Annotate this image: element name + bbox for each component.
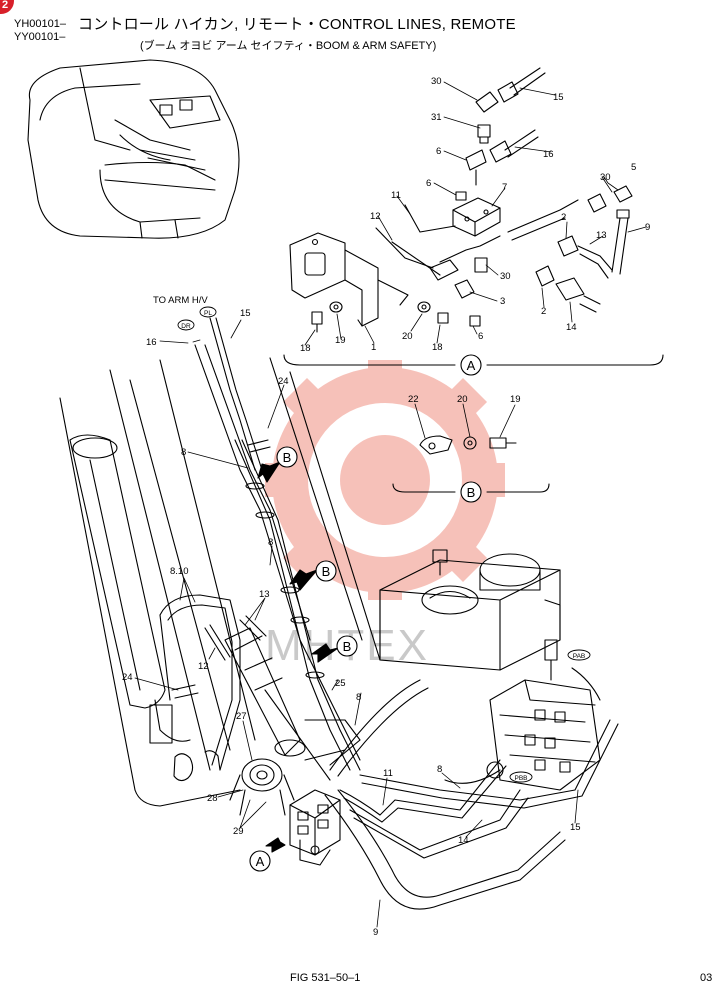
part-label: 8 (268, 537, 273, 548)
part-label: 28 (207, 793, 218, 804)
part-label: 14 (566, 322, 577, 333)
part-label: 15 (570, 822, 581, 833)
part-label: 7 (502, 182, 507, 193)
svg-text:PL: PL (204, 310, 212, 317)
svg-text:PAB: PAB (573, 653, 586, 660)
arrow-b-marker-2: B (315, 560, 337, 582)
part-label: 3 (500, 296, 505, 307)
part-label: 1 (371, 342, 376, 353)
view-a-bracket-left (283, 354, 456, 366)
svg-text:B: B (343, 639, 352, 654)
part-label: 6 (426, 178, 431, 189)
part-label: 15 (553, 92, 564, 103)
part-label: 24 (278, 376, 289, 387)
cab-illustration (27, 59, 240, 239)
main-control-valve (486, 639, 601, 791)
part-number-labels: 30 15 31 6 16 5 30 6 7 11 12 2 9 13 30 3… (122, 76, 650, 938)
part-label: 18 (300, 343, 311, 354)
view-b-marker: B (460, 481, 482, 503)
part-label: 13 (596, 230, 607, 241)
part-label: 22 (408, 394, 419, 405)
hydraulic-tank (379, 549, 561, 671)
part-label: 12 (198, 661, 209, 672)
part-label: 30 (431, 76, 442, 87)
model-code-2: YY00101– (14, 31, 66, 43)
arrow-b-marker-1: B (276, 446, 298, 468)
svg-text:B: B (283, 450, 292, 465)
part-label: 25 (335, 678, 346, 689)
svg-text:PBB: PBB (514, 775, 527, 782)
part-label: 15 (240, 308, 251, 319)
part-label: 8 (356, 692, 361, 703)
boom-structure (59, 357, 381, 816)
figure-number: FIG 531–50–1 (290, 972, 361, 984)
port-tag-pab: PAB (567, 649, 591, 661)
arrow-a-marker: A (249, 850, 271, 872)
part-label: 19 (510, 394, 521, 405)
part-label: 24 (122, 672, 133, 683)
part-label: 2 (561, 212, 566, 223)
page-number: 03 (700, 972, 713, 984)
part-label: 12 (370, 211, 381, 222)
part-label: 29 (233, 826, 244, 837)
svg-text:B: B (322, 564, 331, 579)
watermark-logo (265, 360, 505, 600)
part-label: 8 (437, 764, 442, 775)
port-tag-pbb: PBB (509, 771, 533, 783)
view-b-bracket-left (392, 483, 456, 493)
part-label: 27 (236, 711, 247, 722)
view-arrows (257, 461, 339, 853)
diagram-title: コントロール ハイカン, リモート・CONTROL LINES, REMOTE (78, 16, 516, 33)
part-label: 30 (500, 271, 511, 282)
view-a-bracket-right (486, 354, 664, 366)
part-label: 20 (457, 394, 468, 405)
part-label: 6 (436, 146, 441, 157)
model-code-1: YH00101– (14, 18, 66, 30)
view-b-bracket-right (486, 483, 550, 493)
part-label: 11 (383, 768, 393, 779)
part-label: 20 (402, 331, 413, 342)
part-label: 16 (543, 149, 554, 160)
leader-lines (134, 81, 647, 928)
port-tag-dr: DR (177, 319, 195, 331)
part-label: 14 (458, 835, 469, 846)
view-a-marker: A (460, 354, 482, 376)
part-label: 30 (600, 172, 611, 183)
part-label: 6 (478, 331, 483, 342)
part-label: 5 (631, 162, 636, 173)
part-label: 11 (391, 190, 401, 201)
svg-text:B: B (467, 485, 476, 500)
part-label: 31 (431, 112, 442, 123)
part-label: 9 (645, 222, 650, 233)
arrow-b-marker-3: B (336, 635, 358, 657)
part-label: 18 (432, 342, 443, 353)
part-label: 2 (541, 306, 546, 317)
part-label: 8 (181, 447, 186, 458)
to-arm-label: TO ARM H/V (153, 295, 208, 306)
part-label: 16 (146, 337, 157, 348)
diagram-subtitle: (ブーム オヨビ アーム セイフティ・BOOM & ARM SAFETY) (140, 40, 437, 52)
hose-routing (159, 317, 619, 910)
part-label: 9 (373, 927, 378, 938)
svg-text:DR: DR (181, 323, 191, 330)
svg-text:A: A (256, 854, 265, 869)
part-label: 8.10 (170, 566, 189, 577)
view-a-assembly (289, 67, 633, 333)
svg-text:A: A (467, 358, 476, 373)
port-tag-pl: PL (199, 306, 217, 318)
control-valve-block (289, 789, 341, 866)
part-label: 19 (335, 335, 346, 346)
part-label: 13 (259, 589, 270, 600)
